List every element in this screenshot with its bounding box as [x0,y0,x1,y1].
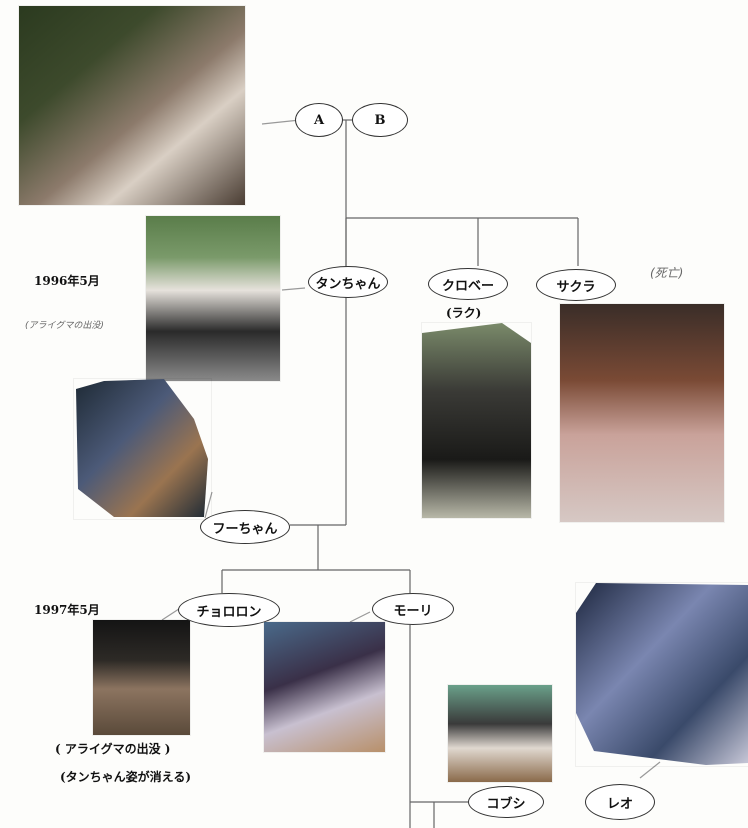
shibo-handwritten-note: (死亡) [650,266,684,280]
reo-photo [576,583,748,765]
node-kurobe: クロベー [428,268,508,300]
node-b: B [352,103,408,137]
node-chororon: チョロロン [178,593,280,627]
node-sakura: サクラ [536,269,616,301]
node-a: A [295,103,343,137]
node-mori: モーリ [372,593,454,625]
raku-note: (ラク) [446,306,482,320]
date-1997: 1997年5月 [34,603,100,617]
araiguma-handwritten-note: (アライグマの出没) [25,321,104,331]
kobushi-photo [448,685,552,782]
tanuki-A-photo [19,6,245,205]
node-reo: レオ [585,784,655,820]
tanchan-photo [146,216,280,381]
araiguma-note: ( アライグマの出没 ) [55,742,171,756]
date-1996: 1996年5月 [34,274,100,288]
node-tanchan: タンちゃん [308,266,388,298]
node-fuchan: フーちゃん [200,510,290,544]
kurobe-photo [422,323,531,518]
node-kobushi: コブシ [468,786,544,818]
tanchan-disappears-note: (タンちゃん姿が消える) [60,770,191,784]
fuchan-photo [76,379,208,517]
chororon-photo [93,620,190,735]
sakura-photo [560,304,724,522]
mori-photo [264,622,385,752]
